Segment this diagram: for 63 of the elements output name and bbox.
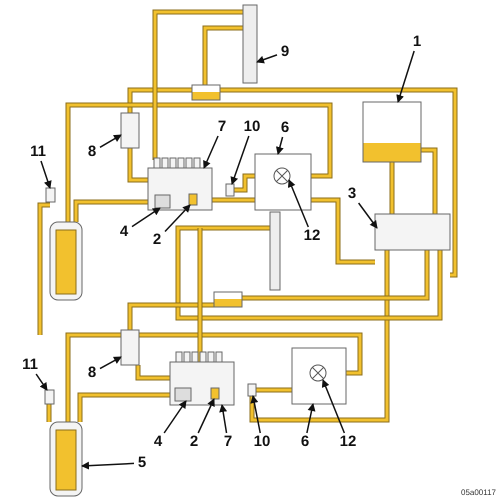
callout-number: 8: [84, 143, 100, 161]
pump-component: [210, 388, 220, 400]
leader-line: [100, 356, 122, 370]
housing: [254, 154, 312, 210]
callout-number: 12: [335, 433, 361, 451]
callout-number: 7: [214, 118, 230, 136]
callout-number: 10: [249, 433, 275, 451]
fuel-module: [374, 214, 450, 250]
callout-number: 2: [186, 433, 202, 451]
callout-number: 6: [297, 433, 313, 451]
leader-line: [132, 207, 161, 228]
leader-line: [358, 202, 378, 229]
injection-pump: [148, 158, 212, 210]
leader-line: [276, 136, 284, 155]
callout-number: 4: [150, 433, 166, 451]
pump-fitting: [226, 184, 234, 196]
leader-line: [288, 179, 309, 228]
fuel-filter: [50, 222, 82, 300]
leader-line: [100, 134, 122, 148]
callout-number: 3: [344, 185, 360, 203]
callout-number: 12: [299, 227, 325, 245]
pump-component: [174, 388, 192, 402]
leader-line: [40, 160, 52, 189]
pump-component: [188, 194, 198, 206]
leader-line: [256, 54, 278, 64]
lamp-symbol: [310, 364, 326, 382]
leader-line: [219, 404, 228, 434]
callout-number: 5: [134, 454, 150, 472]
leader-line: [81, 462, 134, 470]
pump-fitting: [248, 384, 256, 396]
fuel-tank: [362, 102, 422, 162]
leader-line: [230, 136, 250, 185]
pump-component: [154, 194, 170, 208]
leader-line: [203, 136, 219, 169]
callout-number: 1: [409, 33, 425, 51]
callout-number: 8: [84, 364, 100, 382]
housing: [292, 348, 346, 404]
callout-number: 11: [17, 356, 43, 374]
leader-line: [306, 403, 316, 434]
callout-number: 9: [277, 43, 293, 61]
leader-line: [396, 50, 415, 103]
leader-line: [36, 374, 48, 391]
leader-line: [322, 379, 346, 434]
injection-pump: [170, 352, 234, 406]
valve: [120, 330, 140, 366]
leader-line: [164, 400, 187, 434]
callout-number: 4: [116, 223, 132, 241]
callout-number: 11: [25, 143, 51, 161]
leader-line: [250, 395, 261, 434]
callout-number: 7: [220, 433, 236, 451]
valve: [44, 390, 54, 404]
leader-line: [198, 398, 215, 434]
callout-number: 6: [277, 119, 293, 137]
fuel-filter: [50, 422, 82, 496]
fuel-injector: [270, 212, 280, 290]
lamp-symbol: [274, 168, 290, 184]
valve: [46, 188, 56, 202]
leader-line: [164, 204, 191, 232]
valve: [120, 112, 140, 148]
callout-number: 10: [239, 118, 265, 136]
fuel-injector: [242, 4, 258, 84]
callout-number: 2: [149, 231, 165, 249]
figure-code: 05a00117: [461, 488, 496, 497]
